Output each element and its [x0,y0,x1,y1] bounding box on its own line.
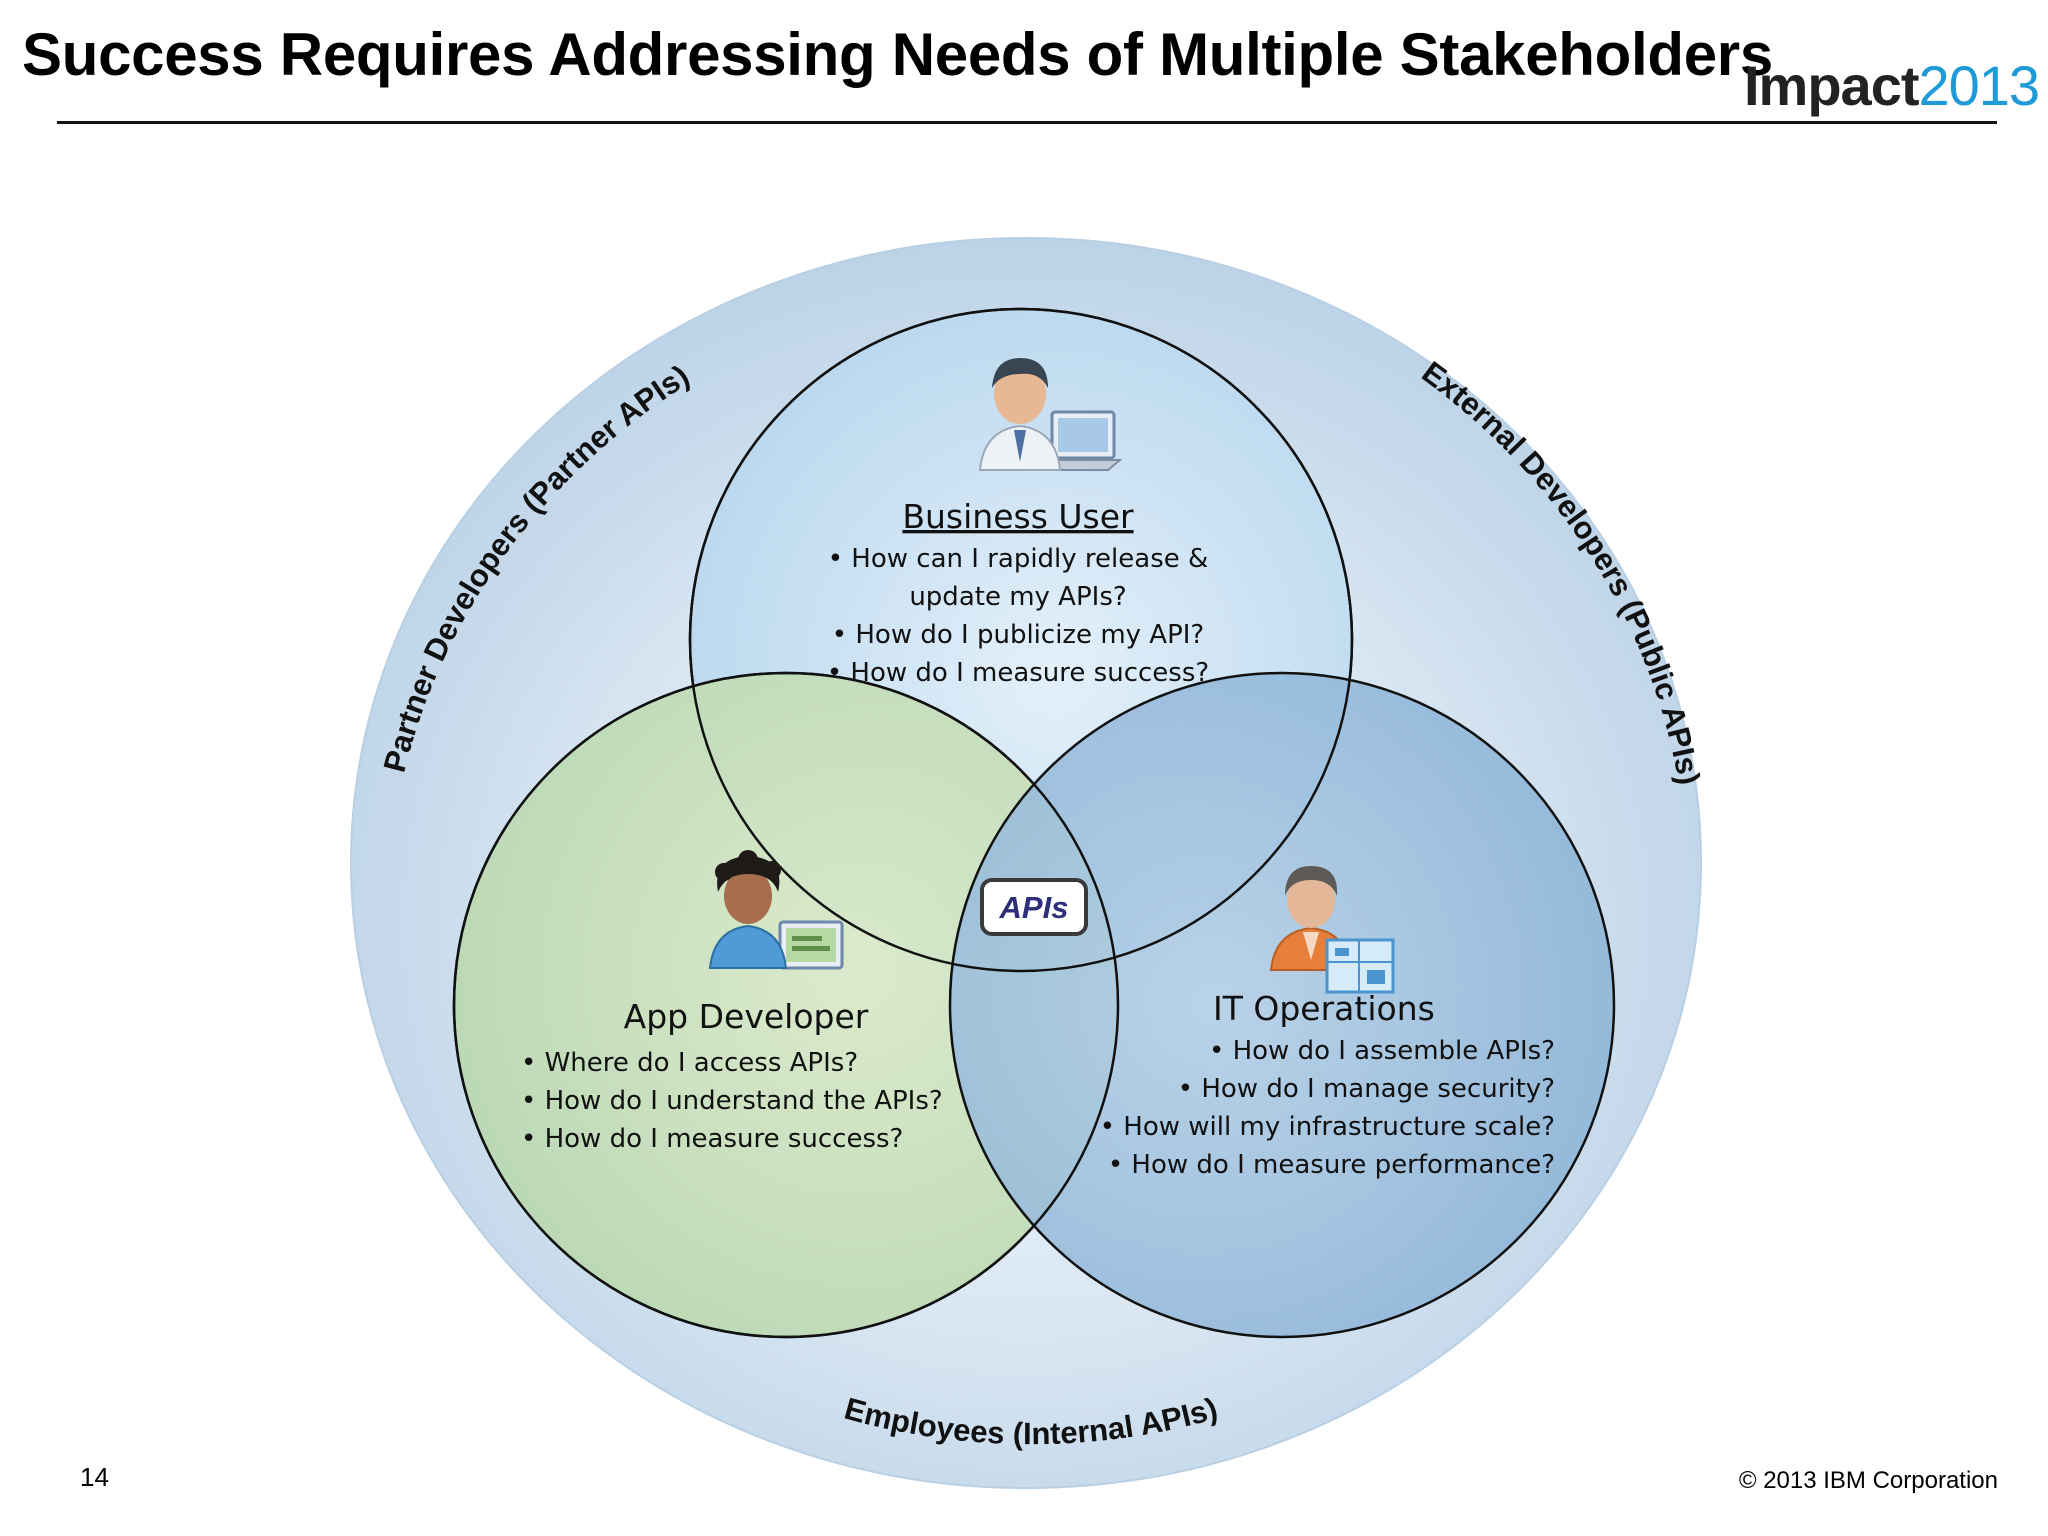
impact-2013-logo: Impact2013 [1744,58,2040,114]
logo-word: Impact [1744,54,1919,117]
app-developer-line-3: • How do I measure success? [521,1124,903,1154]
business-user-line-2: update my APIs? [909,582,1126,612]
app-developer-line-2: • How do I understand the APIs? [521,1086,943,1116]
app-developer-title: App Developer [624,997,869,1036]
it-operations-line-3: • How will my infrastructure scale? [1100,1112,1555,1142]
copyright: © 2013 IBM Corporation [1738,1467,1998,1494]
app-developer-icon [708,850,844,970]
app-developer-text: App Developer • Where do I access APIs? … [521,997,943,1154]
apis-badge: APIs [980,878,1088,936]
page-number: 14 [80,1462,109,1492]
title-rule [57,121,1997,124]
it-operations-title: IT Operations [1213,989,1435,1028]
business-user-line-3: • How do I publicize my API? [832,620,1204,650]
app-developer-line-1: • Where do I access APIs? [521,1048,858,1078]
business-user-line-1: • How can I rapidly release & [828,544,1209,574]
it-operations-line-1: • How do I assemble APIs? [1209,1036,1555,1066]
it-operations-line-2: • How do I manage security? [1178,1074,1555,1104]
logo-year: 2013 [1918,54,2041,117]
business-user-text: Business User • How can I rapidly releas… [827,497,1209,688]
slide-title: Success Requires Addressing Needs of Mul… [22,21,1773,88]
business-user-icon [978,358,1123,471]
svg-text:APIs: APIs [999,890,1069,925]
business-user-line-4: • How do I measure success? [827,658,1209,688]
business-user-title: Business User [902,497,1134,536]
it-operations-line-4: • How do I measure performance? [1108,1150,1555,1180]
it-operations-icon [1269,866,1395,994]
it-operations-circle [948,671,1616,1339]
it-operations-text: IT Operations • How do I assemble APIs? … [1100,989,1555,1180]
